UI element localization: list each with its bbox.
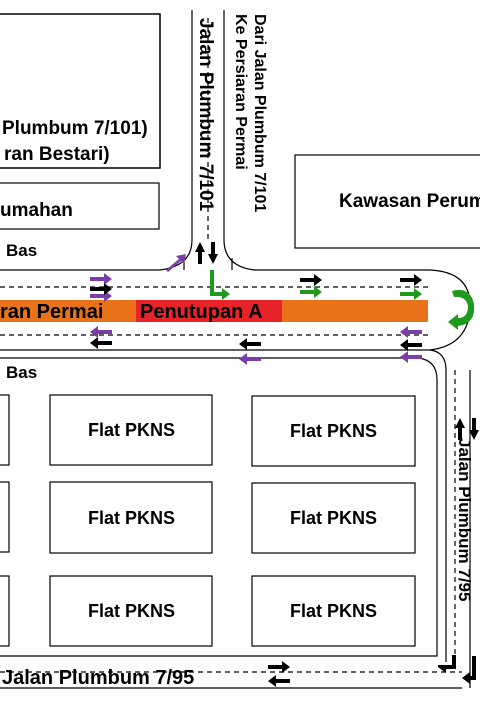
- purple-arrow-icon: [400, 326, 422, 338]
- closure-zone: [136, 300, 282, 322]
- bus-stop-lower-label: Bas: [6, 363, 37, 382]
- building-kawasan: Kawasan Perum: [294, 154, 480, 249]
- flat-label-1: Flat PKNS: [88, 420, 175, 440]
- building-top-left: Plumbum 7/101) ran Bestari): [0, 13, 161, 169]
- black-arrow-icon: [438, 655, 456, 673]
- purple-arrow-icon: [166, 254, 186, 272]
- green-arrow-icon: [400, 288, 422, 300]
- flat-label-4: Flat PKNS: [290, 508, 377, 528]
- black-arrow-icon: [300, 274, 322, 286]
- black-arrow-icon: [208, 242, 218, 264]
- flat-label-2: Flat PKNS: [290, 421, 377, 441]
- green-arrow-icon: [300, 286, 322, 298]
- flat-label-6: Flat PKNS: [290, 601, 377, 621]
- uturn-icon: [448, 289, 475, 330]
- purple-arrow-icon: [90, 273, 112, 285]
- black-arrow-icon: [90, 337, 112, 349]
- building-kawasan-label: Kawasan Perum: [339, 191, 480, 212]
- jalan-plumbum-7-95-horizontal-label: Jalan Plumbum 7/95: [2, 667, 194, 689]
- black-arrow-icon: [195, 242, 205, 264]
- flat-label-5: Flat PKNS: [88, 601, 175, 621]
- black-arrow-icon: [462, 656, 476, 684]
- purple-arrows: [90, 254, 422, 365]
- building-rumahan-label: umahan: [0, 200, 73, 221]
- building-top-left-label1: Plumbum 7/101): [2, 118, 148, 139]
- black-arrow-icon: [268, 661, 290, 673]
- closure-label: Penutupan A: [140, 301, 263, 323]
- persiaran-permai-label: ran Permai: [0, 301, 103, 323]
- green-arrows: [210, 270, 475, 330]
- purple-arrow-icon: [239, 353, 261, 365]
- black-arrow-icon: [400, 339, 422, 351]
- black-arrow-icon: [455, 418, 465, 440]
- jalan-plumbum-7-101-label: Jalan Plumbum 7/101: [195, 18, 216, 212]
- from-note-line2: Ke Persiaran Permai: [232, 14, 249, 170]
- purple-arrow-icon: [400, 351, 422, 363]
- black-arrows: [90, 242, 479, 687]
- green-arrow-icon: [210, 270, 230, 300]
- black-arrow-icon: [400, 274, 422, 286]
- flat-blocks: Flat PKNS Flat PKNS Flat PKNS Flat PKNS …: [0, 394, 416, 647]
- purple-arrow-icon: [90, 326, 112, 338]
- from-note-line1: Dari Jalan Plumbum 7/101: [251, 14, 268, 212]
- black-arrow-icon: [90, 283, 112, 295]
- black-arrow-icon: [469, 418, 479, 440]
- flat-label-3: Flat PKNS: [88, 508, 175, 528]
- black-arrow-icon: [268, 675, 290, 687]
- bus-stop-upper-label: Bas: [6, 241, 37, 260]
- black-arrow-icon: [239, 338, 261, 350]
- jalan-plumbum-7-95-vertical-label: Jalan Plumbum 7/95: [455, 438, 474, 601]
- building-top-left-label2: ran Bestari): [4, 144, 110, 165]
- building-rumahan: umahan: [0, 182, 160, 230]
